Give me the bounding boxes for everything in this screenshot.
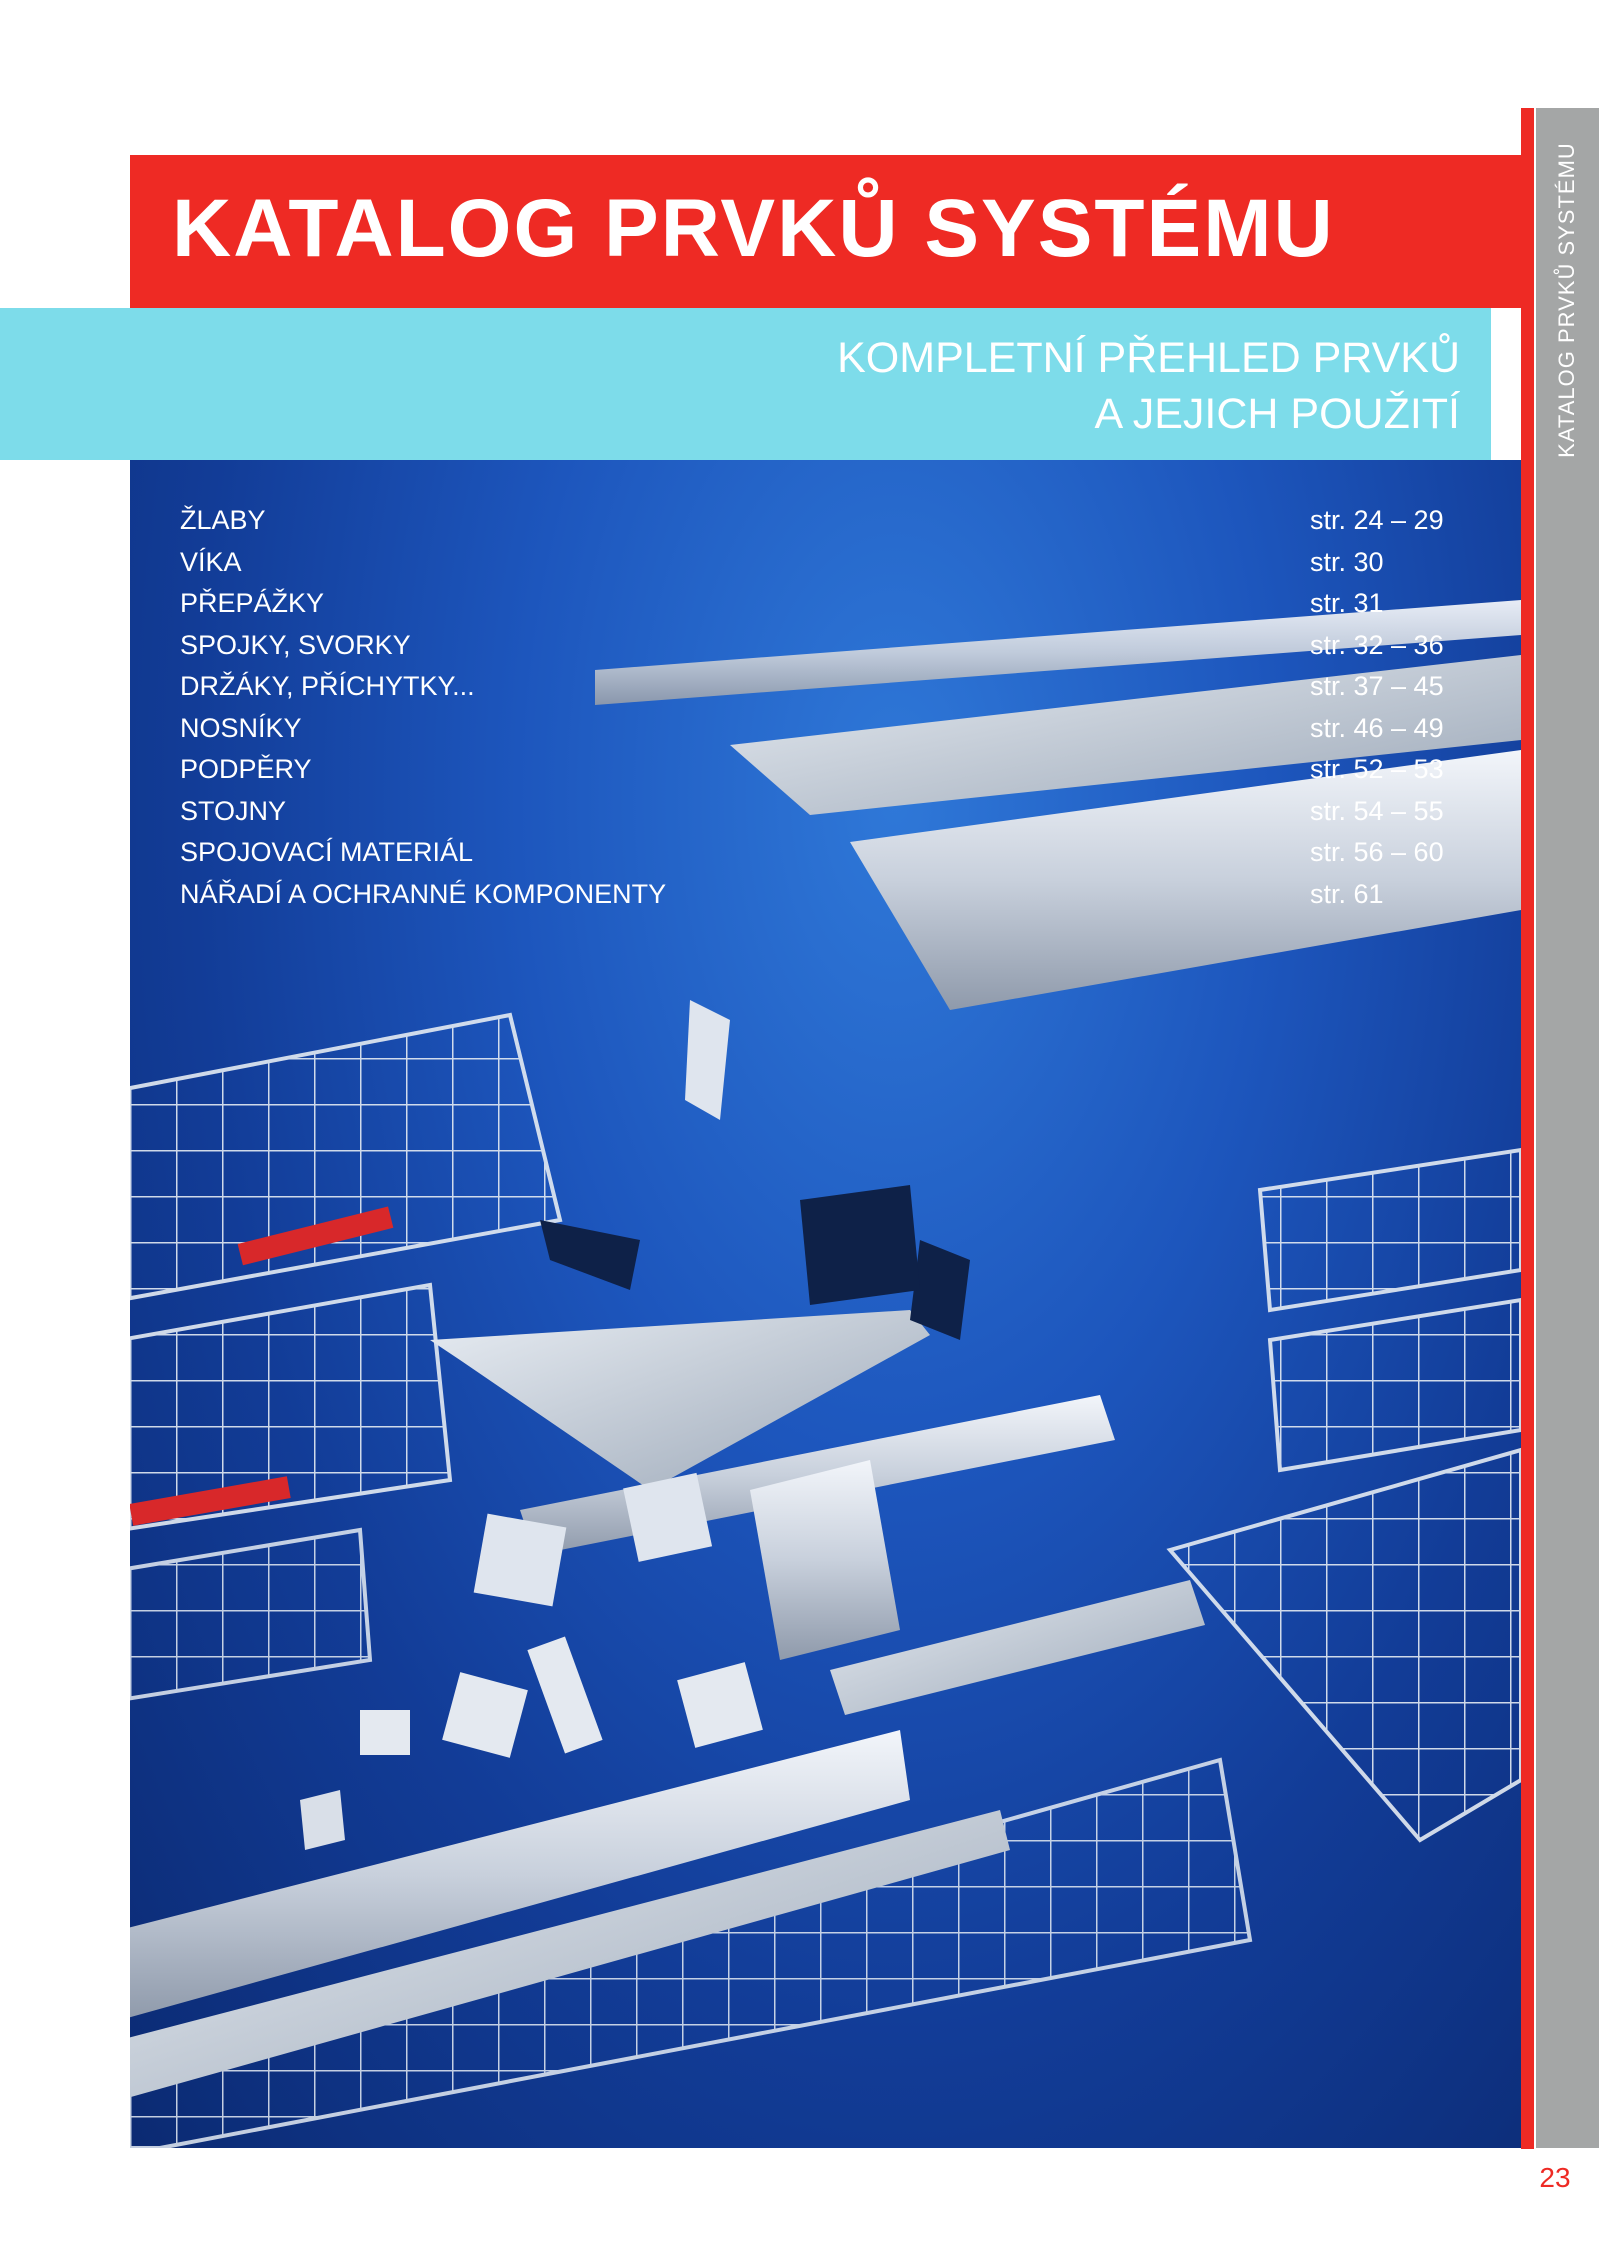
cover-lids [595,600,1521,1010]
contents-item-label: PODPĚRY [180,754,312,784]
contents-item-pages: str. 31 [1310,588,1384,618]
contents-item: PODPĚRY str. 52 – 53 [180,749,1455,791]
contents-item: VÍKA str. 30 [180,542,1455,584]
wire-tray-right [1166,1147,1521,1843]
contents-item-label: PŘEPÁŽKY [180,588,325,618]
page-number: 23 [1539,2162,1571,2193]
contents-item-pages: str. 56 – 60 [1310,837,1444,867]
contents-item-label: DRŽÁKY, PŘÍCHYTKY... [180,671,475,701]
side-red-bar [1521,108,1534,2149]
side-tab-label: KATALOG PRVKŮ SYSTÉMU [1554,142,1579,458]
contents-item-pages: str. 24 – 29 [1310,505,1444,535]
contents-item: STOJNY str. 54 – 55 [180,791,1455,833]
contents-item: SPOJOVACÍ MATERIÁL str. 56 – 60 [180,832,1455,874]
contents-item-label: NÁŘADÍ A OCHRANNÉ KOMPONENTY [180,878,667,909]
contents-item-pages: str. 54 – 55 [1310,795,1444,826]
contents-item-pages: str. 61 [1310,878,1384,909]
side-tab [1536,108,1599,483]
contents-item-label: STOJNY [180,795,287,826]
product-illustration [130,600,1521,2148]
header-banner [130,155,1521,308]
contents-item-label: NOSNÍKY [180,712,302,743]
contents-item-label: ŽLABY [180,505,266,535]
contents-list: ŽLABY str. 24 – 29 VÍKA str. 30 PŘEPÁŽKY st… [180,500,1455,915]
contents-item-label: SPOJOVACÍ MATERIÁL [180,837,474,867]
subtitle-band [0,308,1491,460]
contents-item: SPOJKY, SVORKY str. 32 – 36 [180,625,1455,667]
contents-item-label: SPOJKY, SVORKY [180,629,411,660]
contents-item-pages: str. 32 – 36 [1310,629,1444,660]
contents-item-pages: str. 30 [1310,546,1384,577]
subtitle-line-1: KOMPLETNÍ PŘEHLED PRVKŮ [837,334,1460,382]
page-title: KATALOG PRVKŮ SYSTÉMU [172,183,1335,274]
side-strip [1536,483,1599,2148]
contents-item: ŽLABY str. 24 – 29 [180,500,1455,542]
wire-tray-left [130,1012,563,1701]
contents-item: NOSNÍKY str. 46 – 49 [180,708,1455,750]
contents-item: PŘEPÁŽKY str. 31 [180,583,1455,625]
contents-item-label: VÍKA [180,546,242,577]
contents-item-pages: str. 46 – 49 [1310,712,1444,743]
contents-item-pages: str. 52 – 53 [1310,754,1444,784]
subtitle-line-2: A JEJICH POUŽITÍ [1094,390,1460,438]
contents-item: NÁŘADÍ A OCHRANNÉ KOMPONENTY str. 61 [180,874,1455,916]
subtitle: KOMPLETNÍ PŘEHLED PRVKŮ A JEJICH POUŽITÍ [837,330,1460,442]
contents-item: DRŽÁKY, PŘÍCHYTKY... str. 37 – 45 [180,666,1455,708]
contents-item-pages: str. 37 – 45 [1310,671,1444,701]
brackets [300,1000,970,1850]
product-photo [130,460,1521,2148]
